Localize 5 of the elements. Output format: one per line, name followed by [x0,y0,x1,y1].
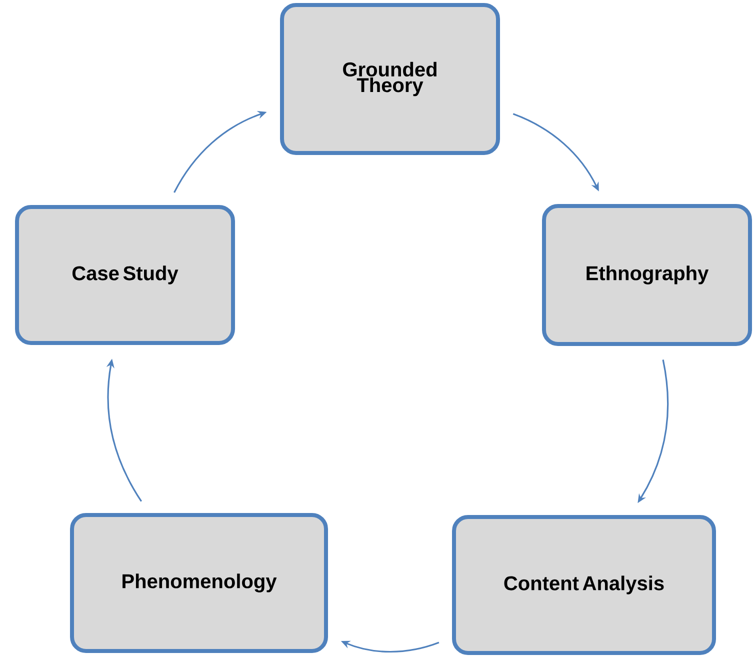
process-box: Phenomenology [70,513,328,653]
process-box: Case Study [15,205,235,345]
process-box: Ethnography [542,204,752,346]
process-box: Content Analysis [452,515,716,655]
process-box: Grounded Theory [280,3,500,155]
